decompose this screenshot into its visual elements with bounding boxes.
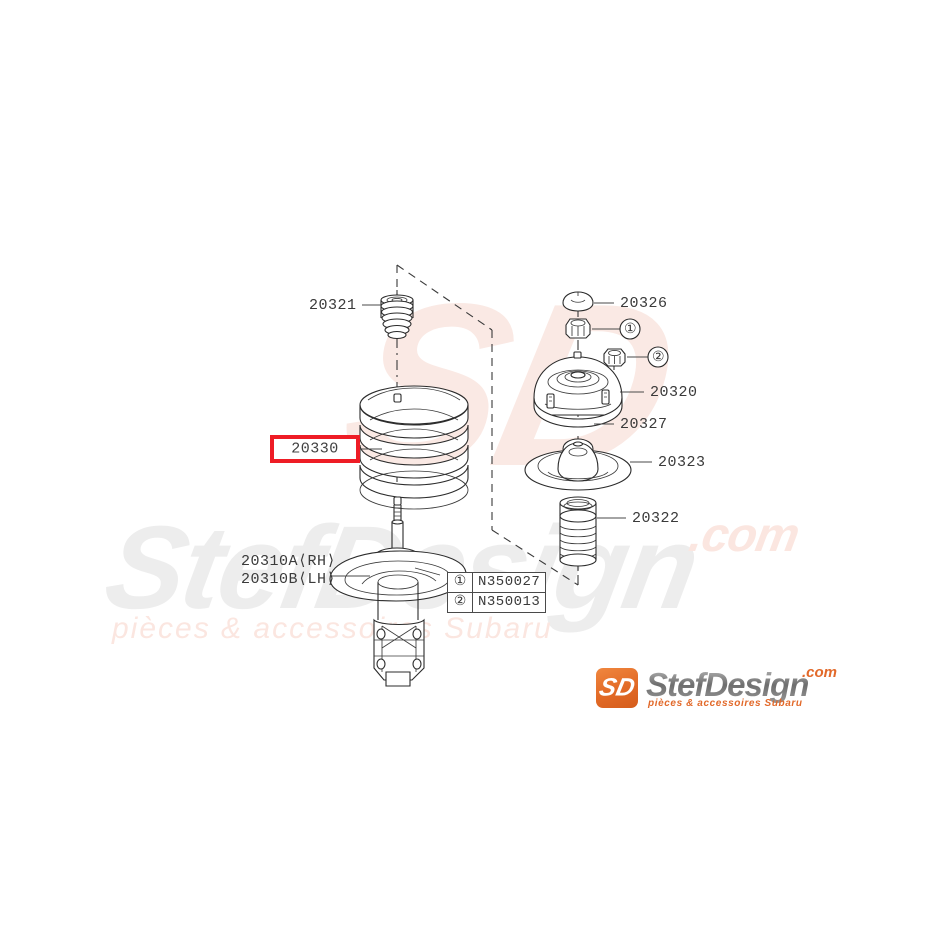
part-reference-table: ① N350027 ② N350013 bbox=[447, 572, 547, 613]
leader-lines bbox=[330, 302, 652, 577]
label-20323: 20323 bbox=[658, 454, 706, 471]
callout-2-number: ② bbox=[652, 350, 666, 366]
logo-badge-icon: SD bbox=[596, 668, 638, 708]
highlighted-part-label-20330[interactable]: 20330 bbox=[270, 435, 360, 463]
logo-badge-text: SD bbox=[596, 673, 638, 702]
part-20321-bump-stop bbox=[380, 294, 414, 340]
ref-callout-1: ① bbox=[447, 572, 473, 593]
ref-part-number-1: N350027 bbox=[471, 572, 547, 593]
logo-domain-suffix: .com bbox=[802, 664, 838, 681]
ref-part-number-2: N350013 bbox=[471, 592, 547, 613]
part-20330-coil-spring bbox=[359, 385, 469, 510]
label-20322: 20322 bbox=[632, 510, 680, 527]
label-20320: 20320 bbox=[650, 384, 698, 401]
callout-circle-1 bbox=[619, 318, 641, 340]
table-row: ① N350027 bbox=[447, 572, 547, 593]
label-20321: 20321 bbox=[309, 297, 357, 314]
label-20327: 20327 bbox=[620, 416, 668, 433]
part-20322-dust-boot bbox=[559, 496, 597, 567]
table-row: ② N350013 bbox=[447, 592, 547, 613]
label-20326: 20326 bbox=[620, 295, 668, 312]
part-20323-upper-spring-seat bbox=[524, 441, 632, 491]
logo-wordmark: StefDesign bbox=[646, 666, 809, 703]
part-20320-strut-mount bbox=[533, 351, 623, 428]
part-callout-2-nut bbox=[603, 348, 626, 367]
label-20310a-rh: 20310A⟨RH⟩ bbox=[241, 553, 337, 570]
callout-circle-2 bbox=[647, 346, 669, 368]
part-20310-strut-assembly bbox=[329, 505, 467, 687]
highlighted-part-number: 20330 bbox=[291, 440, 339, 458]
callout-1-number: ① bbox=[624, 322, 638, 338]
part-callout-1-nut bbox=[565, 318, 591, 339]
part-20326-cap bbox=[562, 291, 594, 312]
stefdesign-logo[interactable]: SD StefDesign .com pièces & accessoires … bbox=[596, 664, 851, 714]
ref-callout-2: ② bbox=[447, 592, 473, 613]
logo-tagline: pièces & accessoires Subaru bbox=[648, 698, 803, 709]
label-20310b-lh: 20310B⟨LH⟩ bbox=[241, 571, 337, 588]
